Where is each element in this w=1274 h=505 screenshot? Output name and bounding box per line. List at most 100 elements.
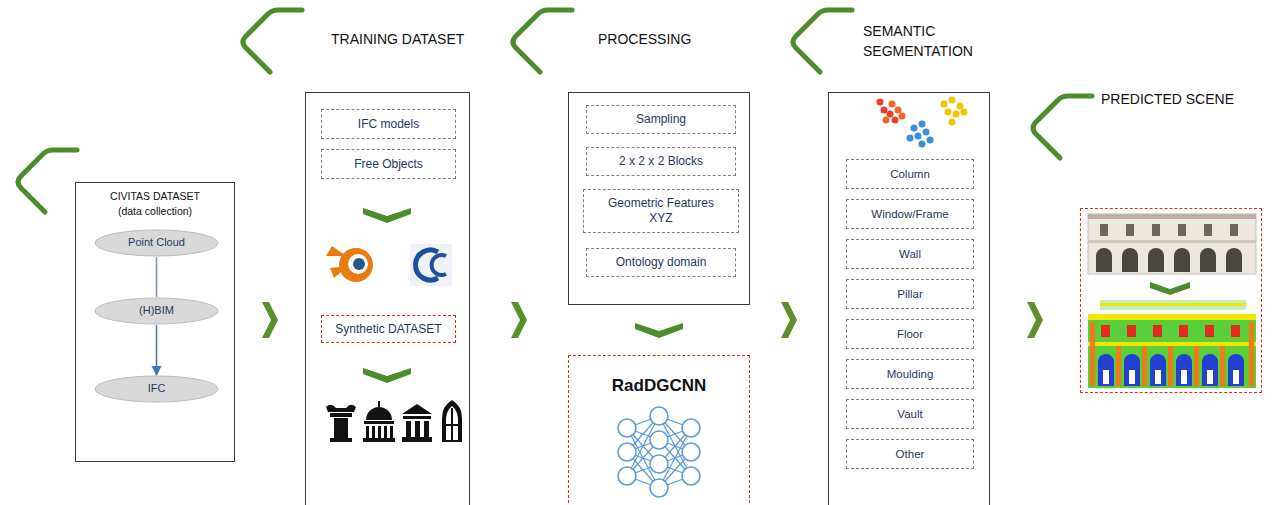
decor-path <box>1148 248 1164 272</box>
decor-polygon <box>1150 282 1190 295</box>
decor-path <box>402 404 432 414</box>
decor-rect <box>1207 370 1213 384</box>
process-box: IFC models <box>321 109 456 139</box>
decor-circle <box>348 254 368 274</box>
blender-logo <box>326 246 373 282</box>
process-box: Synthetic DATASET <box>321 315 456 343</box>
architecture-icons <box>326 400 462 442</box>
decor-rect <box>1142 346 1147 386</box>
decor-circle <box>915 133 922 140</box>
decor-rect <box>1155 370 1161 384</box>
decor-rect <box>1249 322 1254 386</box>
decor-rect <box>372 426 375 438</box>
data-ellipse: IFC <box>94 375 219 403</box>
decor-g <box>1100 224 1238 236</box>
decor-circle <box>949 119 956 126</box>
decor-g <box>618 407 700 497</box>
decor-circle <box>957 103 964 110</box>
decor-path <box>442 400 462 442</box>
decor-path <box>366 407 392 420</box>
decor-rect <box>415 421 420 437</box>
process-box: Floor <box>846 319 974 349</box>
decor-path <box>1228 354 1244 386</box>
decor-rect <box>330 413 352 417</box>
decor-rect <box>1168 346 1173 386</box>
stage-heading: TRAINING DATASET <box>331 29 491 49</box>
decor-polygon <box>363 208 411 223</box>
cloudcompare-logo <box>410 244 452 286</box>
data-ellipse: Point Cloud <box>94 229 219 257</box>
decor-rect <box>1101 325 1110 337</box>
decor-circle <box>618 419 636 437</box>
stage-panel: PROCESSINGSampling2 x 2 x 2 BlocksGeomet… <box>568 92 750 305</box>
decor-circle <box>887 111 894 118</box>
process-box: Wall <box>846 239 974 269</box>
decor-circle <box>650 407 668 425</box>
node-label: RadDGCNN <box>612 376 706 396</box>
decor-path <box>1200 248 1216 272</box>
process-box: Ontology domain <box>586 248 736 277</box>
decor-path <box>446 406 458 440</box>
stage-heading: PREDICTED SCENE <box>1101 89 1251 109</box>
process-box: Sampling <box>586 105 736 134</box>
decor-rect <box>1100 300 1246 310</box>
decor-circle <box>961 109 968 116</box>
decor-rect <box>1088 214 1256 219</box>
decor-circle <box>889 101 896 108</box>
decor-circle <box>877 99 884 106</box>
segmented-facade <box>1088 300 1256 388</box>
decor-path <box>1098 354 1114 386</box>
decor-g <box>1103 370 1239 384</box>
decor-circle <box>353 258 365 270</box>
decor-g <box>1098 354 1244 386</box>
decor-circle <box>682 443 700 461</box>
decor-path <box>793 10 852 72</box>
process-box: Vault <box>846 399 974 429</box>
decor-rect <box>1220 346 1225 386</box>
stage-heading: PROCESSING <box>598 29 738 49</box>
decor-circle <box>881 107 888 114</box>
stage-panel: PREDICTED SCENE <box>1080 208 1262 393</box>
decor-rect <box>1103 370 1109 384</box>
decor-rect <box>1088 240 1256 243</box>
decor-path <box>1176 354 1192 386</box>
decor-path <box>1124 354 1140 386</box>
flow-chevron <box>781 302 797 338</box>
decor-path <box>416 250 438 280</box>
decor-path <box>18 150 77 212</box>
decor-rect <box>1230 224 1238 236</box>
decor-rect <box>1116 346 1121 386</box>
decor-path <box>432 255 446 275</box>
node-label: (data collection) <box>118 204 192 219</box>
node-label: Vault <box>891 407 928 421</box>
decor-rect <box>378 401 380 407</box>
decor-rect <box>410 244 452 286</box>
decor-rect <box>402 437 432 442</box>
decor-path <box>513 10 572 72</box>
decor-rect <box>424 421 429 437</box>
node-label: Point Cloud <box>122 236 191 250</box>
decor-rect <box>406 421 411 437</box>
decor-rect <box>1179 325 1188 337</box>
decor-rect <box>1088 214 1256 274</box>
node-label: Free Objects <box>348 157 429 172</box>
decor-g <box>1096 248 1242 272</box>
node-label: CIVITAS DATASET <box>110 189 200 204</box>
decor-circle <box>618 443 636 461</box>
decor-rect <box>384 426 387 438</box>
decor-circle <box>339 248 373 282</box>
decor-rect <box>1129 370 1135 384</box>
process-box: Pillar <box>846 279 974 309</box>
decor-circle <box>907 135 914 142</box>
decor-rect <box>1153 325 1162 337</box>
decor-path <box>1122 248 1138 272</box>
decor-rect <box>390 426 393 438</box>
decor-g <box>1101 325 1240 337</box>
decor-circle <box>650 431 668 449</box>
decor-circle <box>953 111 960 118</box>
decor-circle <box>923 129 930 136</box>
decor-polygon <box>363 368 411 383</box>
node-label: Floor <box>891 327 929 341</box>
decor-rect <box>366 426 369 438</box>
decor-rect <box>403 416 431 419</box>
